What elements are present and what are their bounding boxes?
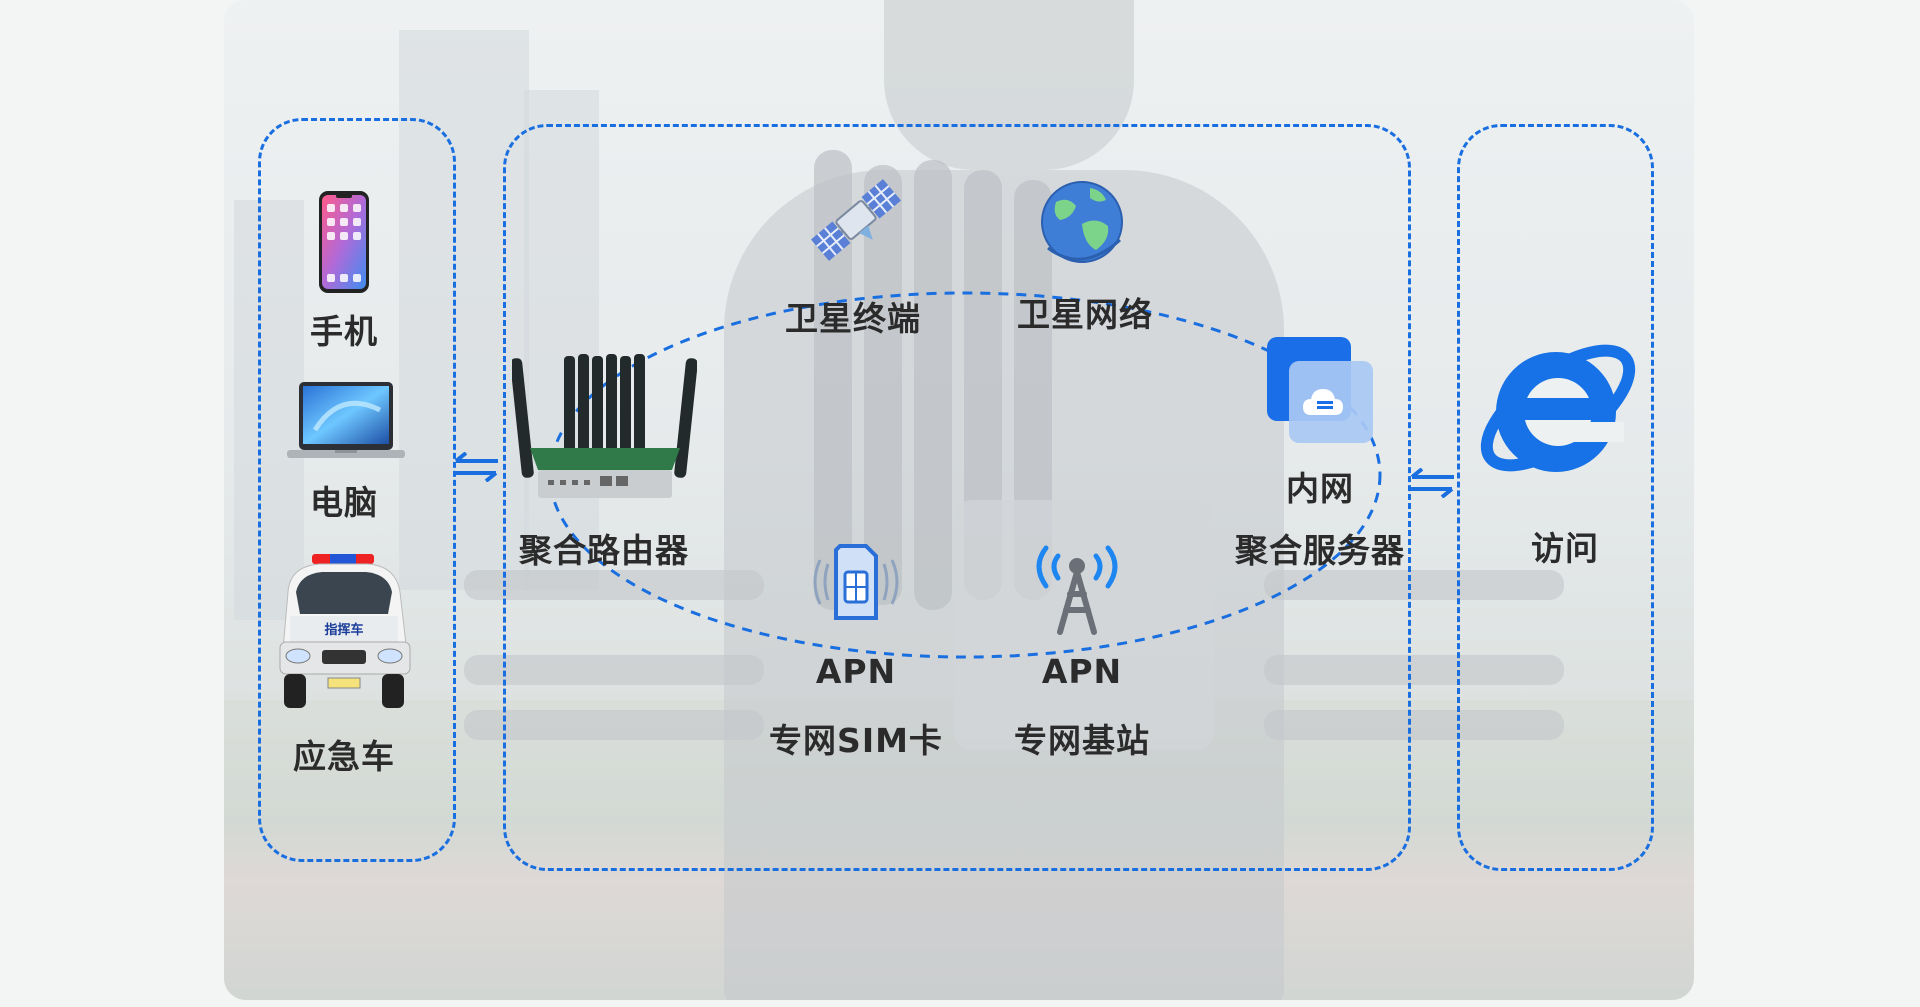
right-double-arrow-icon <box>1410 468 1454 498</box>
background-rod <box>1264 570 1564 600</box>
phone-label: 手机 <box>310 312 378 351</box>
server-label-line2: 聚合服务器 <box>1235 531 1405 570</box>
laptop-icon <box>285 380 407 466</box>
phone-icon <box>318 190 370 294</box>
satellite-terminal-label: 卫星终端 <box>785 299 921 338</box>
server-label-line1: 内网 <box>1286 469 1354 508</box>
network-group-border <box>503 124 1411 871</box>
background-device-box <box>954 500 1214 750</box>
base-station-icon <box>1026 536 1128 636</box>
sim-label-line1: APN <box>815 652 897 691</box>
background-rod <box>464 655 764 685</box>
router-icon <box>512 352 697 502</box>
router-label: 聚合路由器 <box>519 531 689 570</box>
computer-label: 电脑 <box>310 483 378 522</box>
vehicle-label: 应急车 <box>293 737 395 776</box>
background-person-head <box>884 0 1134 170</box>
satellite-icon <box>805 172 907 268</box>
background-building <box>234 200 304 620</box>
left-double-arrow-icon <box>454 452 498 482</box>
sim-label-line2: 专网SIM卡 <box>769 721 943 760</box>
background-rod <box>1264 710 1564 740</box>
globe-icon <box>1038 178 1126 266</box>
access-label: 访问 <box>1531 529 1599 568</box>
diagram-background <box>224 0 1694 1000</box>
base-station-label-line2: 专网基站 <box>1014 721 1150 760</box>
cloud-server-icon <box>1263 335 1375 445</box>
background-antenna <box>914 160 952 610</box>
background-rod <box>1264 655 1564 685</box>
vehicle-text: 指挥车 <box>324 622 363 638</box>
browser-icon <box>1472 326 1640 490</box>
background-rod <box>464 710 764 740</box>
background-rod <box>464 570 764 600</box>
base-station-label-line1: APN <box>1041 652 1123 691</box>
background-building <box>524 90 599 590</box>
emergency-vehicle-icon: 指挥车 <box>270 552 418 712</box>
satellite-network-label: 卫星网络 <box>1017 295 1153 334</box>
access-group-border <box>1457 124 1654 871</box>
sim-card-icon <box>806 540 906 624</box>
devices-group-border <box>258 118 456 862</box>
